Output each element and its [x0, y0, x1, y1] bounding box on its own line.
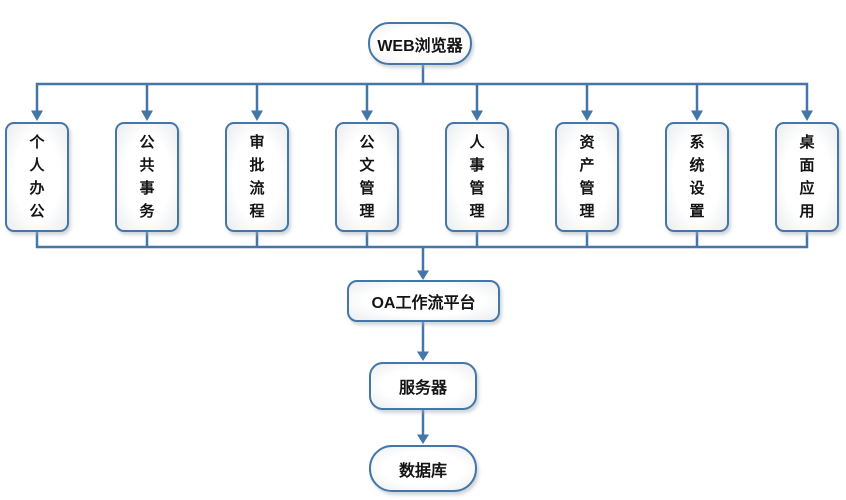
node-module-label: 个人办公	[29, 133, 45, 221]
node-module-hr-management: 人事管理	[445, 122, 509, 232]
node-module-label: 系统设置	[689, 133, 705, 221]
arrowhead-icon	[417, 351, 429, 361]
node-module-label: 人事管理	[469, 133, 485, 221]
node-database-label: 数据库	[398, 462, 447, 480]
node-module-label: 审批流程	[249, 133, 265, 221]
edge-modules-to-platform	[35, 230, 809, 273]
node-database: 数据库	[369, 445, 477, 492]
node-module-public-affairs: 公共事务	[115, 122, 179, 232]
node-server-label: 服务器	[398, 380, 447, 397]
edge-browser-to-modules	[35, 63, 809, 113]
node-module-document-management: 公文管理	[335, 122, 399, 232]
node-oa-workflow-platform: OA工作流平台	[347, 280, 500, 322]
node-module-desktop-app: 桌面应用	[775, 122, 839, 232]
arrowhead-icon	[801, 110, 813, 121]
arrowhead-icon	[581, 110, 593, 121]
node-module-approval-flow: 审批流程	[225, 122, 289, 232]
node-web-browser-label: WEB浏览器	[377, 37, 463, 55]
node-module-personal-office: 个人办公	[5, 122, 69, 232]
node-server: 服务器	[369, 362, 477, 410]
arrowhead-icon	[141, 110, 153, 121]
arrowhead-icon	[691, 110, 703, 121]
node-module-asset-management: 资产管理	[555, 122, 619, 232]
arrowhead-icon	[251, 110, 263, 121]
node-module-label: 公文管理	[359, 133, 375, 221]
node-module-label: 桌面应用	[799, 133, 815, 221]
node-platform-label: OA工作流平台	[371, 295, 476, 312]
arrowhead-icon	[417, 434, 429, 444]
node-web-browser: WEB浏览器	[368, 22, 472, 65]
arrowhead-icon	[361, 110, 373, 121]
arrowheads-modules	[31, 110, 813, 121]
arrowhead-icon	[417, 270, 429, 280]
node-module-system-settings: 系统设置	[665, 122, 729, 232]
node-module-label: 资产管理	[579, 133, 595, 221]
arrowhead-icon	[471, 110, 483, 121]
arrowhead-icon	[31, 110, 43, 121]
node-module-label: 公共事务	[139, 133, 155, 221]
